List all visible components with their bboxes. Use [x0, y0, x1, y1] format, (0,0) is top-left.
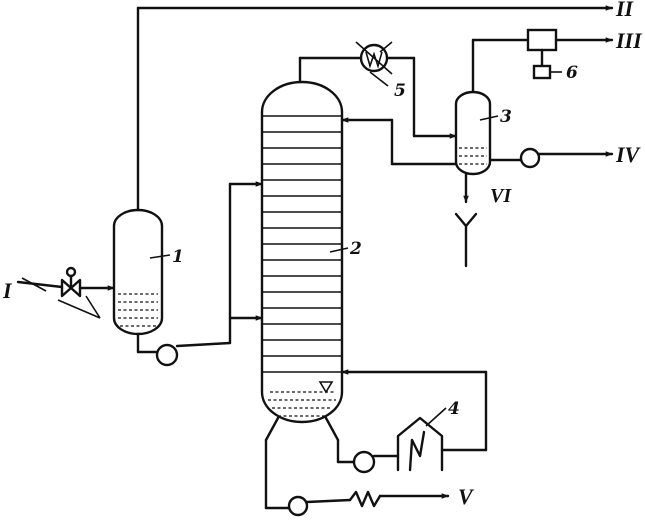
reboiler-loop: [336, 369, 488, 474]
bottoms-cooler-icon: [348, 490, 382, 508]
furnace-icon: [396, 416, 444, 472]
bottoms-pump-icon: [287, 495, 309, 517]
level-indicator-icon: [318, 381, 334, 394]
column-trays: [263, 115, 341, 373]
water-drain-line: [454, 172, 478, 268]
distillate-line: [488, 147, 614, 169]
feed-pump-icon: [155, 343, 179, 367]
stream-label-bottoms: V: [458, 484, 475, 509]
unit-label-compressor: 6: [566, 63, 578, 83]
distillate-pump-icon: [519, 147, 541, 169]
stream-label-distillate: IV: [615, 142, 642, 167]
unit-label-reflux-drum: 3: [500, 107, 512, 127]
compressor-motor-icon: [532, 64, 552, 80]
stream-label-vent-gas: III: [615, 28, 643, 53]
bottoms-product-line: [264, 438, 450, 517]
unit-label-separator: 1: [172, 247, 184, 267]
stream-label-overhead-gas: II: [615, 0, 635, 21]
column-feed-line: [136, 181, 264, 367]
vent-gas-line: [471, 28, 614, 94]
separator-vessel: [112, 208, 171, 336]
unit-label-condenser: 5: [394, 81, 406, 101]
distillation-column: [260, 80, 349, 442]
feed-line: [16, 266, 116, 319]
reflux-drum: [454, 90, 499, 176]
overhead-gas-line: [136, 5, 614, 212]
reboiler-pump-icon: [352, 450, 376, 474]
stream-label-water: VI: [490, 185, 512, 207]
unit-label-column: 2: [349, 239, 362, 259]
feed-valve-icon: [60, 278, 82, 298]
drain-funnel-icon: [454, 212, 478, 228]
stream-label-feed: I: [2, 278, 13, 303]
unit-label-reboiler: 4: [448, 399, 460, 419]
gas-compressor-icon: [526, 28, 558, 52]
reflux-line: [340, 117, 458, 166]
overhead-vapor-line: [298, 41, 458, 139]
